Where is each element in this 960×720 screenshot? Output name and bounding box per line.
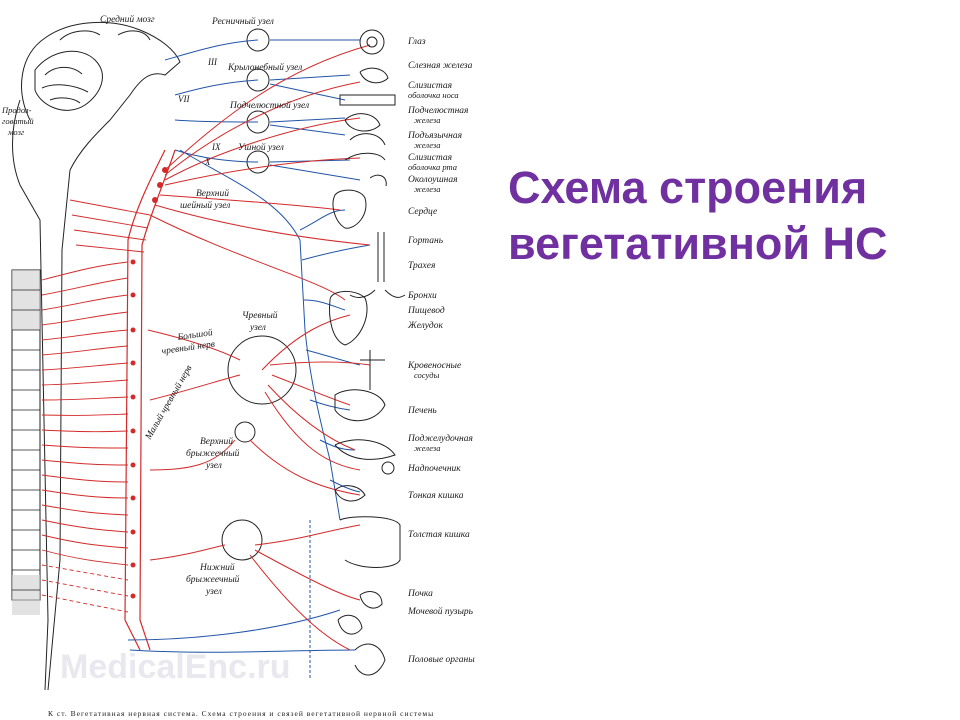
autonomic-nervous-system-diagram: MedicalEnc.ru: [1, 14, 475, 718]
label-bronchi: Бронхи: [407, 291, 437, 301]
parasympathetic-fibers: [127, 39, 371, 680]
sympathetic-fibers: [41, 199, 151, 613]
label-medulla-3: мозг: [7, 127, 25, 137]
label-pterygopalatine-ganglion: Крылонебный узел: [227, 62, 302, 73]
label-otic-ganglion: Ушной узел: [238, 142, 284, 153]
organ-drawings: [329, 29, 406, 676]
label-celiac-2: узел: [249, 323, 266, 333]
label-superior-cervical-1: Верхний: [196, 188, 229, 199]
label-superior-mesenteric-3: узел: [205, 461, 222, 471]
cranial-nerve-vii: VII: [178, 94, 190, 104]
slide-title-line-2: вегетативной НС: [508, 218, 888, 269]
label-adrenal: Надпочечник: [407, 463, 461, 474]
label-sublingual-gland-1: Подъязычная: [407, 130, 462, 141]
label-superior-mesenteric-1: Верхний: [200, 436, 233, 447]
sympathetic-efferents: [147, 44, 371, 651]
label-lacrimal-gland: Слезная железа: [408, 61, 473, 71]
watermark: MedicalEnc.ru: [60, 648, 291, 686]
label-inferior-mesenteric-1: Нижний: [199, 562, 235, 573]
label-midbrain: Средний мозг: [100, 14, 155, 25]
cranial-nerve-iii: III: [207, 57, 218, 67]
label-liver: Печень: [407, 406, 437, 416]
label-parotid-2: железа: [414, 184, 441, 194]
label-genitals: Половые органы: [407, 655, 475, 665]
cranial-nerve-x: X: [204, 157, 211, 167]
slide-title-line-1: Схема строения: [508, 162, 868, 213]
label-submandibular-ganglion: Подчелюстной узел: [229, 100, 309, 111]
label-vessels-1: Кровеносные: [407, 361, 461, 371]
label-medulla-1: Продол-: [1, 105, 32, 115]
label-oral-mucosa-1: Слизистая: [408, 153, 452, 163]
label-trachea: Трахея: [408, 261, 435, 271]
label-eye: Глаз: [407, 37, 426, 47]
label-inferior-mesenteric-2: брыжеечный: [186, 574, 240, 585]
label-superior-cervical-2: шейный узел: [180, 200, 230, 211]
label-lesser-splanchnic: Малый чревный нерв: [143, 363, 195, 442]
label-nasal-mucosa-1: Слизистая: [408, 81, 452, 91]
prevertebral-ganglia: [221, 335, 297, 561]
label-submandibular-gland-2: железа: [414, 115, 441, 125]
sympathetic-trunk: [124, 149, 176, 651]
label-small-intestine: Тонкая кишка: [408, 491, 464, 501]
label-ciliary-ganglion: Ресничный узел: [211, 16, 274, 27]
label-heart: Сердце: [408, 206, 437, 217]
label-greater-splanchnic-1: Большой: [176, 327, 214, 343]
label-parotid-1: Околоушная: [408, 175, 458, 185]
label-bladder: Мочевой пузырь: [407, 606, 474, 617]
label-sublingual-gland-2: железа: [414, 140, 441, 150]
label-inferior-mesenteric-3: узел: [205, 587, 222, 597]
label-medulla-2: говатый: [2, 116, 34, 126]
label-nasal-mucosa-2: оболочка носа: [408, 90, 459, 100]
label-larynx: Гортань: [407, 236, 444, 246]
trunk-ganglia: [130, 167, 168, 599]
vertebral-column: [11, 269, 41, 615]
label-oral-mucosa-2: оболочка рта: [408, 162, 457, 172]
label-vessels-2: сосуды: [414, 370, 440, 380]
label-celiac-1: Чревный: [242, 310, 278, 321]
figure-caption: К ст. Вегетативная нервная система. Схем…: [48, 709, 434, 718]
label-large-intestine: Толстая кишка: [408, 530, 470, 540]
brain-drawing: [12, 22, 181, 691]
cranial-nerve-ix: IX: [211, 142, 221, 152]
label-submandibular-gland-1: Подчелюстная: [407, 105, 468, 116]
label-pancreas-2: железа: [414, 443, 441, 453]
label-pancreas-1: Поджелудочная: [407, 433, 473, 444]
slide-title: Схема строения вегетативной НС: [508, 160, 948, 272]
label-kidney: Почка: [407, 589, 433, 599]
label-esophagus: Пищевод: [407, 305, 445, 316]
label-stomach: Желудок: [407, 320, 443, 331]
label-superior-mesenteric-2: брыжеечный: [186, 448, 240, 459]
